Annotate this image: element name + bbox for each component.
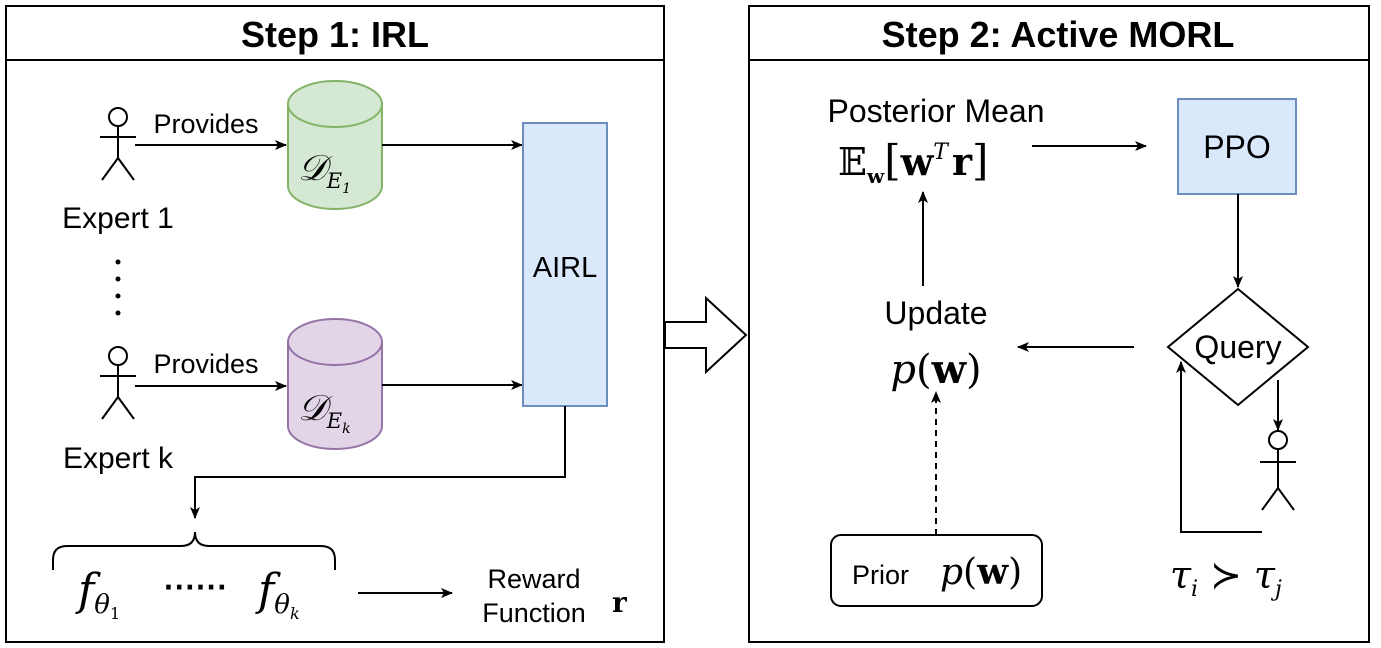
update-label: Update [884,295,987,331]
functions-brace [52,531,336,570]
labeler-icon [1260,430,1296,511]
preference-to-query-arrow [1176,361,1262,533]
expert-ellipsis-icon [115,259,121,316]
reward-symbol: r [612,586,628,619]
f-theta-1-label: fθ1 [75,565,120,623]
update-pw: p(w) [890,346,981,393]
airl-to-functions-arrow [190,406,566,519]
preference-label: τi≻τj [1170,553,1282,602]
airl-box [522,122,608,407]
airl-label: AIRL [533,252,597,284]
step-transition-arrow [664,295,748,375]
prior-box [830,534,1043,607]
f-dots-label: ······ [164,569,228,605]
expert-1-icon [100,107,136,181]
prior-label: Prior [852,560,909,590]
reward-label-line1: Reward [487,564,580,594]
expert-k-label: Expert k [63,442,174,475]
ppo-box [1177,98,1297,195]
provides-label-k: Provides [153,349,258,379]
query-label: Query [1194,329,1281,365]
step2-title: Step 2: Active MORL [882,14,1235,55]
prior-pw: p(w) [940,551,1022,593]
f-theta-k-label: fθk [255,565,300,623]
step1-title: Step 1: IRL [241,14,429,55]
expert-k-icon [100,346,136,420]
query-diamond [1166,287,1310,407]
posterior-mean-label: Posterior Mean [828,93,1045,129]
provides-label-1: Provides [153,109,258,139]
reward-label-line2: Function [482,598,586,628]
dataset-k-cylinder [287,318,383,450]
dataset-1-cylinder [287,80,383,210]
ppo-label: PPO [1203,129,1271,165]
expert-1-label: Expert 1 [62,202,174,235]
